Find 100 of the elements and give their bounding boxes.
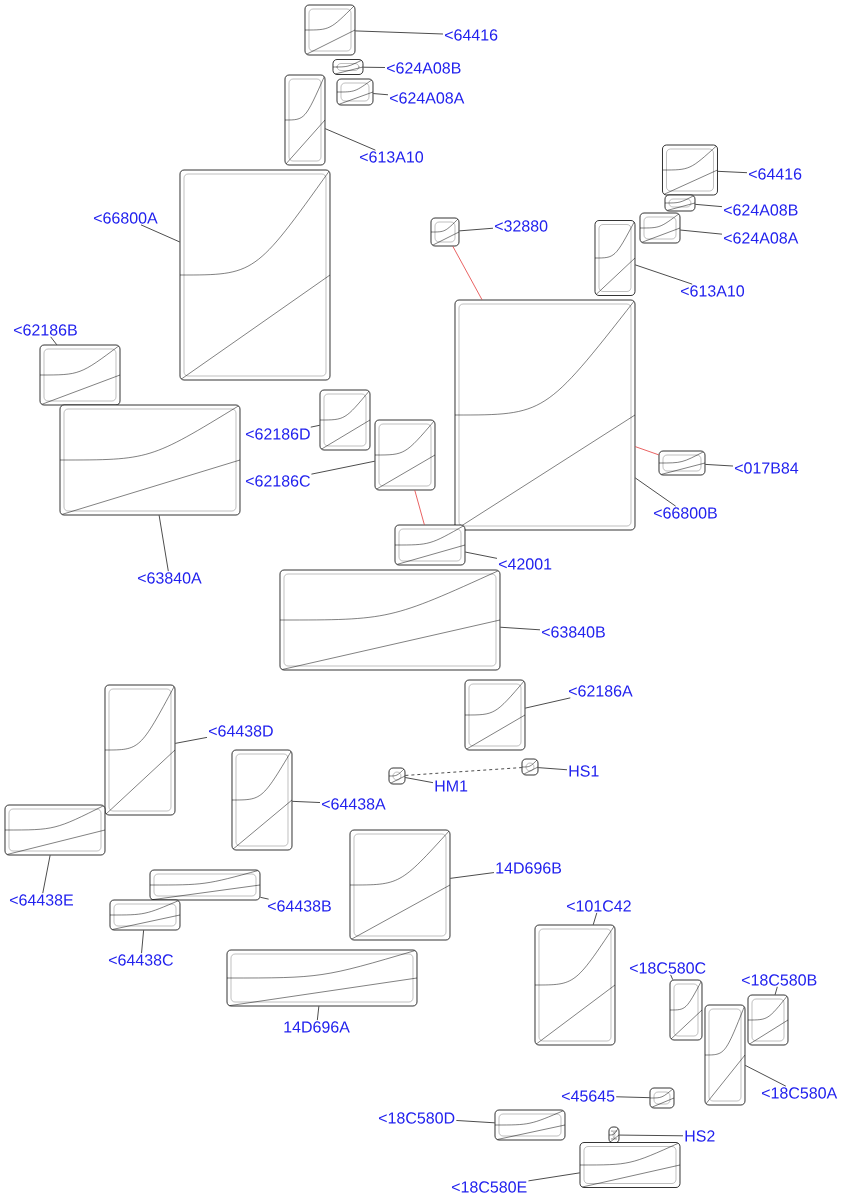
- part-number: <624A08B: [724, 204, 798, 216]
- leader-line: [175, 737, 208, 744]
- leader-line: [619, 1134, 684, 1137]
- leader-line: [680, 229, 723, 235]
- leader-line: [459, 227, 494, 232]
- part-number: <18C580C: [630, 962, 706, 974]
- part-number: <62186A: [569, 685, 633, 697]
- leader-line: [635, 477, 676, 507]
- leader-line: [465, 551, 498, 559]
- part-drawing: [284, 74, 326, 166]
- part-number: <624A08A: [724, 232, 799, 244]
- part-number: 14D696B: [496, 862, 562, 874]
- part-drawing: [662, 144, 718, 196]
- leader-line: [635, 264, 693, 285]
- part-drawing: [664, 194, 696, 212]
- part-drawing: [149, 869, 261, 901]
- part-drawing: [494, 1109, 566, 1141]
- part-number: <64438B: [268, 900, 331, 912]
- part-drawing: [231, 749, 293, 851]
- part-number: <63840A: [138, 572, 202, 584]
- part-number: <64438A: [322, 798, 386, 810]
- part-drawing: [649, 1087, 675, 1109]
- leader-line: [670, 974, 674, 980]
- part-number: <62186C: [246, 475, 310, 487]
- part-drawing: [534, 924, 616, 1046]
- leader-line: [705, 464, 734, 467]
- part-drawing: [109, 899, 181, 931]
- leader-line: [311, 460, 375, 475]
- part-drawing: [747, 994, 789, 1046]
- part-number: HM1: [435, 780, 468, 792]
- leader-line: [141, 930, 144, 954]
- part-drawing: [374, 419, 436, 491]
- part-number: <62186D: [246, 428, 310, 440]
- part-drawing: [279, 569, 501, 671]
- connector-line: [452, 246, 483, 300]
- part-drawing: [594, 220, 636, 296]
- part-number: HS2: [685, 1130, 715, 1142]
- part-drawing: [4, 804, 106, 856]
- part-drawing: [59, 404, 241, 516]
- part-drawing: [179, 169, 331, 381]
- leader-line: [355, 30, 444, 35]
- leader-line: [260, 896, 269, 900]
- part-number: <66800A: [94, 212, 158, 224]
- leader-line: [158, 515, 169, 572]
- part-drawing: [336, 78, 374, 106]
- leader-line: [325, 128, 376, 151]
- leader-line: [50, 336, 57, 345]
- part-drawing: [332, 59, 364, 75]
- part-number: <63840B: [542, 626, 605, 638]
- leader-line: [292, 801, 321, 803]
- part-number: <18C580B: [742, 974, 817, 986]
- leader-line: [525, 697, 571, 709]
- part-drawing: [430, 217, 460, 247]
- connector-line: [414, 490, 425, 525]
- leader-line: [528, 1172, 580, 1182]
- part-number: <64416: [749, 168, 802, 180]
- leader-line: [450, 872, 495, 879]
- leader-line: [774, 986, 778, 995]
- part-drawing: [639, 212, 681, 244]
- part-drawing: [388, 767, 406, 785]
- part-drawing: [226, 949, 418, 1007]
- leader-line: [592, 912, 598, 925]
- leader-line: [363, 66, 386, 68]
- connector-line: [405, 767, 522, 776]
- part-number: <624A08A: [390, 92, 465, 104]
- part-number: <18C580E: [452, 1181, 527, 1193]
- leader-line: [316, 1006, 320, 1021]
- connector-line: [635, 446, 659, 456]
- leader-line: [500, 626, 541, 631]
- leader-line: [695, 204, 723, 207]
- part-number: <62186B: [14, 324, 77, 336]
- part-number: <64438D: [209, 725, 273, 737]
- part-number: <45645: [562, 1090, 615, 1102]
- part-drawing: [579, 1142, 681, 1188]
- leader-line: [373, 93, 389, 96]
- part-drawing: [658, 450, 706, 476]
- part-drawing: [521, 758, 539, 776]
- leader-line: [538, 767, 568, 771]
- part-number: <64438C: [109, 954, 173, 966]
- part-number: <613A10: [360, 151, 424, 163]
- leader-line: [140, 224, 180, 243]
- part-drawing: [669, 979, 703, 1041]
- part-drawing: [394, 524, 466, 566]
- part-number: <18C580D: [379, 1112, 455, 1124]
- part-number: <613A10: [681, 285, 745, 297]
- part-number: <18C580A: [762, 1087, 838, 1099]
- part-drawing: [304, 4, 356, 56]
- part-drawing: [454, 299, 636, 531]
- leader-line: [42, 855, 51, 894]
- leader-line: [717, 170, 748, 174]
- leader-line: [615, 1096, 650, 1098]
- leader-line: [405, 777, 434, 783]
- part-number: <66800B: [654, 507, 717, 519]
- part-drawing: [349, 829, 451, 941]
- part-drawing: [104, 684, 176, 816]
- part-number: <64438E: [10, 894, 73, 906]
- part-number: HS1: [569, 765, 599, 777]
- part-drawing: [464, 679, 526, 751]
- part-drawing: [319, 389, 371, 451]
- part-number: <101C42: [567, 900, 631, 912]
